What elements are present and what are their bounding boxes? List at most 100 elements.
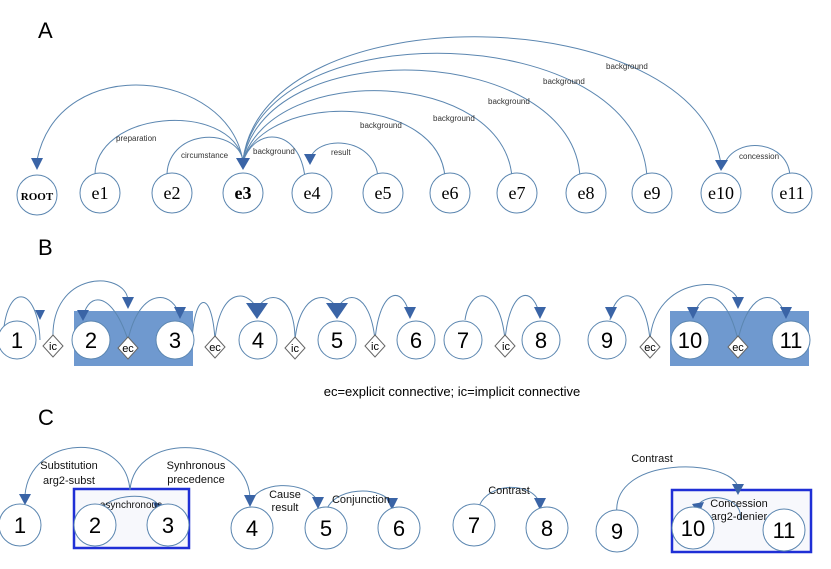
relation-label-a2: circumstance (181, 151, 229, 160)
connective-diamond: ec (117, 336, 139, 360)
relation-label-c3: asynchronous (100, 500, 162, 511)
arrowhead-b-8 (534, 307, 546, 319)
svg-text:ec: ec (644, 342, 656, 354)
relation-label-a5: background (360, 121, 402, 130)
svg-text:9: 9 (611, 519, 623, 544)
arc-e8-e3 (242, 69, 581, 179)
arc-e6-e3 (242, 110, 446, 179)
connective-diamond: ic (284, 336, 306, 360)
svg-text:3: 3 (162, 513, 174, 538)
svg-text:1: 1 (11, 328, 23, 353)
arc-b-ec-10 (649, 284, 739, 341)
svg-text:9: 9 (601, 328, 613, 353)
node-e1: e1 (79, 172, 121, 214)
node-c-11: 11 (762, 508, 806, 552)
arrowhead-b-1 (35, 310, 45, 320)
relation-label-c2b: precedence (167, 474, 225, 486)
svg-text:e2: e2 (164, 183, 181, 203)
arc-c-subst (24, 446, 131, 496)
relation-label-a8: background (543, 77, 585, 86)
arrowhead-e4 (304, 154, 316, 165)
node-e7: e7 (496, 172, 538, 214)
node-e8: e8 (565, 172, 607, 214)
svg-text:ic: ic (49, 341, 57, 353)
svg-text:ic: ic (291, 343, 299, 355)
arc-b-gap (191, 302, 216, 341)
arrowhead-b-2-top (122, 297, 134, 309)
node-b-5: 5 (317, 320, 357, 360)
svg-text:ic: ic (502, 341, 510, 353)
panel-a: preparation circumstance background resu… (16, 36, 813, 216)
panel-b: 1 2 3 4 5 6 7 8 (0, 280, 811, 399)
arrowhead-b-10 (687, 307, 699, 319)
svg-text:e6: e6 (442, 183, 459, 203)
node-e3: e3 (222, 172, 264, 214)
relation-label-c8a: Concession (710, 498, 767, 510)
svg-text:e5: e5 (375, 183, 392, 203)
svg-text:1: 1 (14, 513, 26, 538)
arrowhead-e3 (236, 158, 250, 170)
panel-label-c: C (38, 405, 54, 430)
svg-text:10: 10 (681, 516, 705, 541)
relation-label-a9: background (606, 62, 648, 71)
relation-label-c6: Contrast (488, 485, 530, 497)
arc-b-7-ic (464, 295, 506, 341)
relation-label-c1b: arg2-subst (43, 475, 95, 487)
arrowhead-c-8 (534, 498, 546, 510)
relation-label-a1: preparation (116, 134, 156, 143)
svg-text:e4: e4 (304, 183, 321, 203)
arrowhead-b-5 (326, 303, 348, 319)
arc-b-1 (2, 296, 41, 341)
svg-text:ic: ic (371, 341, 379, 353)
arrowhead-root (31, 158, 43, 170)
svg-text:5: 5 (320, 516, 332, 541)
node-e10: e10 (700, 172, 742, 214)
relation-label-a7: background (488, 97, 530, 106)
svg-text:e1: e1 (92, 183, 109, 203)
node-root: ROOT (16, 174, 58, 216)
node-e2: e2 (151, 172, 193, 214)
node-c-3: 3 (146, 503, 190, 547)
svg-text:5: 5 (331, 328, 343, 353)
relation-label-c4a: Cause (269, 489, 301, 501)
arc-c-sync (129, 447, 251, 498)
svg-text:e11: e11 (779, 183, 804, 203)
arrowhead-b-11 (780, 307, 792, 319)
panel-label-b: B (38, 235, 53, 260)
node-c-10: 10 (671, 506, 715, 550)
arc-e1-e3 (94, 120, 244, 179)
node-e9: e9 (631, 172, 673, 214)
arrowhead-b-10-top (732, 297, 744, 309)
connective-diamond: ec (639, 335, 661, 359)
svg-text:7: 7 (457, 328, 469, 353)
arrowhead-c-4 (244, 495, 256, 507)
svg-text:e9: e9 (644, 183, 661, 203)
node-c-1: 1 (0, 503, 42, 547)
svg-text:11: 11 (773, 518, 796, 543)
arrowhead-c-6 (386, 498, 398, 510)
relation-label-a4: result (331, 148, 351, 157)
node-b-6: 6 (396, 320, 436, 360)
svg-text:10: 10 (678, 328, 702, 353)
node-c-2: 2 (73, 503, 117, 547)
svg-text:ec: ec (209, 342, 221, 354)
connective-diamond: ic (42, 334, 64, 358)
arrowhead-b-9 (605, 307, 617, 319)
arrowhead-b-6 (404, 307, 416, 319)
svg-text:11: 11 (780, 328, 803, 353)
arc-e7-e3 (242, 90, 513, 179)
svg-text:e3: e3 (235, 183, 252, 203)
node-b-10: 10 (670, 320, 710, 360)
svg-text:8: 8 (535, 328, 547, 353)
arrowhead-b-4 (246, 303, 268, 319)
svg-text:e10: e10 (708, 183, 734, 203)
relation-label-a10: concession (739, 152, 779, 161)
node-b-11: 11 (771, 320, 811, 360)
arrowhead-b-3 (174, 307, 186, 319)
arrowhead-c-10-top (732, 484, 744, 495)
node-b-4: 4 (238, 320, 278, 360)
svg-text:8: 8 (541, 516, 553, 541)
svg-text:7: 7 (468, 513, 480, 538)
svg-text:4: 4 (252, 328, 264, 353)
node-e11: e11 (771, 172, 813, 214)
